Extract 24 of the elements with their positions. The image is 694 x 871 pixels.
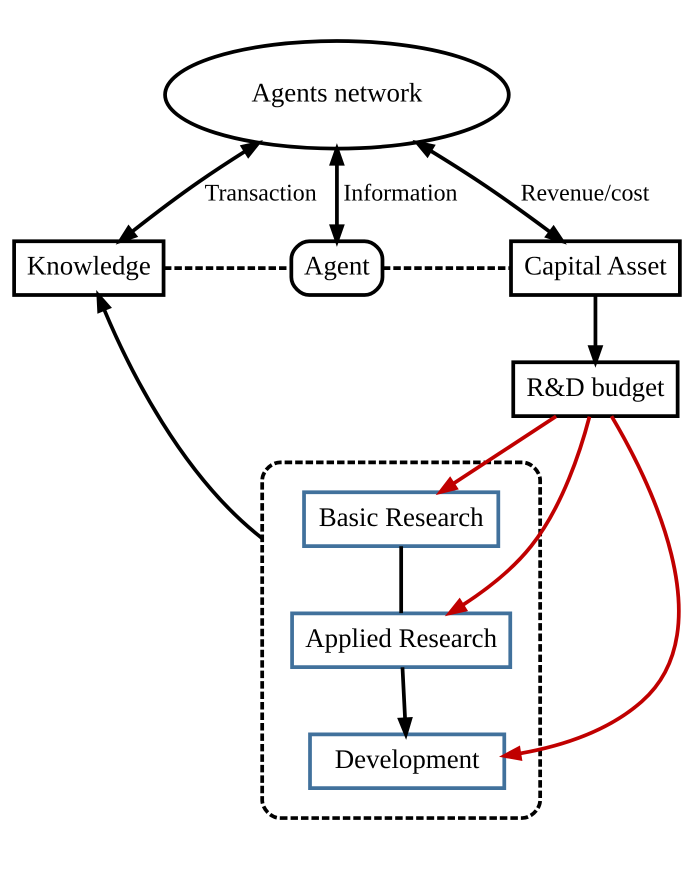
edge-label: Transaction xyxy=(204,180,317,207)
arrow xyxy=(116,140,264,245)
arrow xyxy=(499,415,681,762)
arrow xyxy=(96,290,264,540)
arrow xyxy=(436,414,558,496)
node-box: Capital Asset xyxy=(509,239,682,297)
node-box: Agent xyxy=(289,239,384,297)
connector xyxy=(399,546,404,614)
node-box: Knowledge xyxy=(12,239,166,297)
edge-label: Information xyxy=(343,180,458,207)
node-box: R&D budget xyxy=(511,360,680,418)
arrow xyxy=(588,295,604,368)
connector xyxy=(164,266,291,270)
cluster xyxy=(260,460,542,820)
node-box: Basic Research xyxy=(302,490,500,548)
node-box: Applied Research xyxy=(290,611,512,669)
arrow xyxy=(329,143,345,247)
arrow xyxy=(444,416,592,616)
edge-label: Revenue/cost xyxy=(520,180,650,207)
arrow xyxy=(412,140,567,245)
arrow xyxy=(397,667,413,740)
node-box: Development xyxy=(308,732,506,790)
node-ellipse: Agents network xyxy=(163,39,511,150)
connector xyxy=(382,266,511,270)
